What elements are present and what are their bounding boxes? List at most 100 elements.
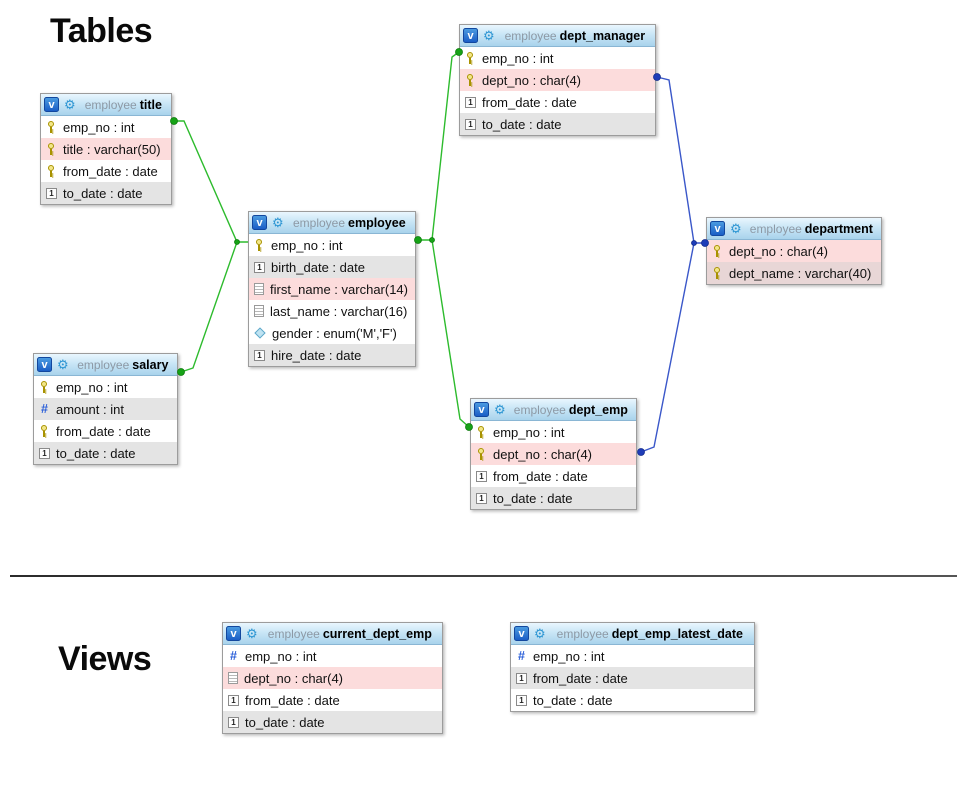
column-row[interactable]: emp_no : int <box>471 421 636 443</box>
enum-icon <box>254 327 266 339</box>
schema-name: employee <box>504 28 557 43</box>
column-row[interactable]: dept_no : char(4) <box>460 69 655 91</box>
schema-name: employee <box>556 626 609 641</box>
column-row[interactable]: first_name : varchar(14) <box>249 278 415 300</box>
column-row[interactable]: emp_no : int <box>34 376 177 398</box>
primary-key-icon <box>39 380 50 394</box>
column-row[interactable]: gender : enum('M','F') <box>249 322 415 344</box>
column-label: to_date : date <box>482 116 562 132</box>
schema-name: employee <box>77 357 130 372</box>
column-row[interactable]: dept_name : varchar(40) <box>707 262 881 284</box>
column-label: from_date : date <box>482 94 577 110</box>
column-row[interactable]: #emp_no : int <box>511 645 754 667</box>
date-icon: 1 <box>46 187 57 199</box>
column-row[interactable]: # emp_no : int <box>223 645 442 667</box>
views-section-heading: Views <box>58 640 152 678</box>
schema-name: employee <box>292 215 345 230</box>
date-icon: 1 <box>228 694 239 706</box>
column-row[interactable]: 1 birth_date : date <box>249 256 415 278</box>
column-row[interactable]: from_date : date <box>41 160 171 182</box>
column-row[interactable]: dept_no : char(4) <box>471 443 636 465</box>
table-name: dept_emp <box>568 402 628 417</box>
primary-key-icon <box>465 51 476 65</box>
column-row[interactable]: 1 from_date : date <box>460 91 655 113</box>
view-badge-icon: v <box>710 221 725 236</box>
column-row[interactable]: title : varchar(50) <box>41 138 171 160</box>
gear-icon: ⚙ <box>730 221 742 236</box>
view-badge-icon: v <box>44 97 59 112</box>
column-row[interactable]: #amount : int <box>34 398 177 420</box>
column-row[interactable]: last_name : varchar(16) <box>249 300 415 322</box>
relationship-line-title-employee[interactable] <box>174 120 248 243</box>
view-badge-icon: v <box>226 626 241 641</box>
primary-key-icon <box>712 244 723 258</box>
table-name: title <box>139 97 162 112</box>
view-badge-icon: v <box>252 215 267 230</box>
gear-icon: ⚙ <box>272 215 284 230</box>
primary-key-icon <box>476 425 487 439</box>
column-row[interactable]: dept_no : char(4) <box>223 667 442 689</box>
column-label: from_date : date <box>56 423 151 439</box>
relationship-line-dept-emp-department[interactable] <box>640 242 695 453</box>
primary-key-icon <box>476 447 487 461</box>
column-row[interactable]: from_date : date <box>34 420 177 442</box>
relationship-line-dept-manager-department[interactable] <box>656 76 706 244</box>
column-label: dept_no : char(4) <box>493 446 593 462</box>
column-label: emp_no : int <box>533 648 605 664</box>
table-name: department <box>804 221 873 236</box>
date-icon: 1 <box>516 672 527 684</box>
relationship-line-employee-dept-manager[interactable] <box>418 51 460 241</box>
column-label: to_date : date <box>245 714 325 730</box>
relationship-line-employee-dept-emp[interactable] <box>431 239 470 428</box>
column-label: emp_no : int <box>63 119 135 135</box>
primary-key-icon <box>254 238 265 252</box>
date-icon: 1 <box>254 261 265 273</box>
column-label: dept_no : char(4) <box>244 670 344 686</box>
column-label: emp_no : int <box>245 648 317 664</box>
relationship-line-salary-employee[interactable] <box>180 241 238 373</box>
column-row[interactable]: emp_no : int <box>460 47 655 69</box>
column-label: emp_no : int <box>482 50 554 66</box>
column-row[interactable]: emp_no : int <box>41 116 171 138</box>
integer-icon: # <box>230 649 237 663</box>
date-icon: 1 <box>476 492 487 504</box>
column-row[interactable]: emp_no : int <box>249 234 415 256</box>
date-icon: 1 <box>465 96 476 108</box>
table-name: dept_emp_latest_date <box>611 626 743 641</box>
column-row[interactable]: dept_no : char(4) <box>707 240 881 262</box>
column-label: birth_date : date <box>271 259 365 275</box>
column-label: to_date : date <box>56 445 136 461</box>
view-badge-icon: v <box>463 28 478 43</box>
table-name: salary <box>132 357 169 372</box>
connector-junction <box>234 239 240 245</box>
table-name: employee <box>348 215 406 230</box>
gear-icon: ⚙ <box>494 402 506 417</box>
gear-icon: ⚙ <box>64 97 76 112</box>
